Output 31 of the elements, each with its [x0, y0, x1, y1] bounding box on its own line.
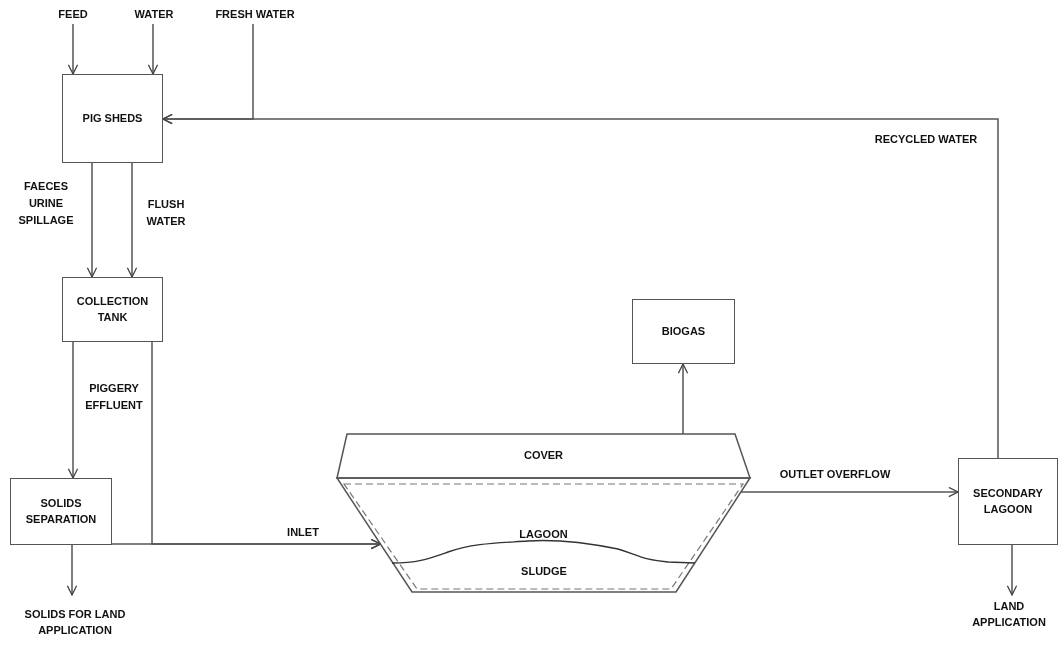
process-box — [10, 478, 112, 545]
node-label: PIG SHEDS — [82, 110, 143, 126]
flow-label: FRESH WATER — [215, 7, 295, 23]
process-box — [632, 299, 735, 364]
arrow — [66, 544, 78, 596]
flow-label: SOLIDS FOR LAND APPLICATION — [23, 607, 127, 638]
arrow — [147, 23, 159, 75]
node-label: COVER — [523, 448, 564, 464]
arrow — [111, 538, 382, 550]
process-box — [958, 458, 1058, 545]
flow-label: WATER — [134, 7, 174, 23]
process-box — [62, 277, 163, 342]
node-label: BIOGAS — [661, 323, 706, 339]
arrow — [67, 23, 79, 75]
arrow — [86, 162, 98, 278]
arrow — [162, 113, 999, 459]
lagoon-section — [337, 478, 750, 592]
flow-label: FEED — [58, 7, 88, 23]
node-label: SECONDARY LAGOON — [972, 485, 1044, 517]
arrow — [126, 162, 138, 278]
arrow — [677, 363, 689, 435]
node-label: SLUDGE — [521, 563, 567, 579]
node-label: SOLIDS SEPARATION — [24, 495, 98, 527]
arrow — [67, 341, 79, 479]
node-label: LAGOON — [519, 527, 568, 543]
arrow — [740, 486, 959, 498]
flow-label: LAND APPLICATION — [971, 599, 1047, 630]
process-box — [62, 74, 163, 163]
node-label: COLLECTION TANK — [75, 293, 150, 325]
lagoon-section — [337, 434, 750, 478]
arrow — [1006, 544, 1018, 596]
